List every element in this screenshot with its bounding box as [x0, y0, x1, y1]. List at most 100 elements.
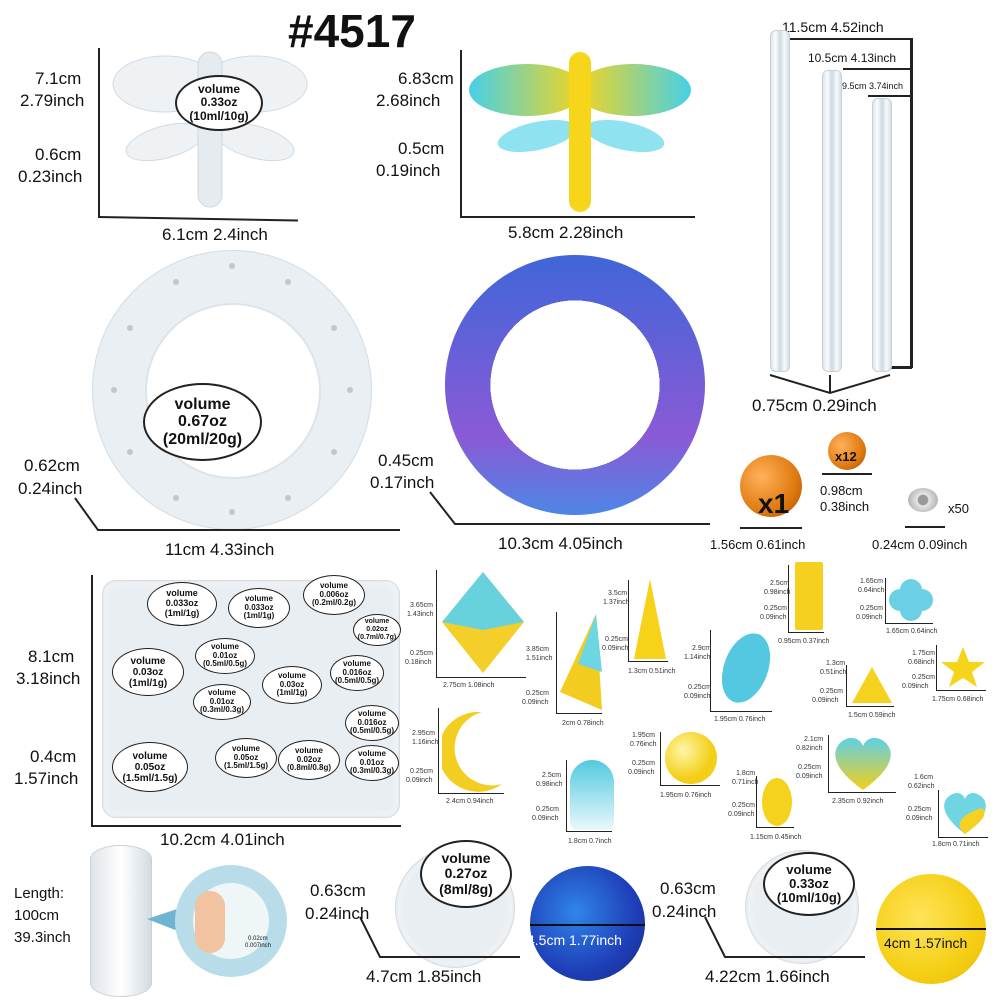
bubble-oz: 0.033oz — [165, 598, 199, 609]
ring-product-image — [445, 255, 705, 515]
leaf-height-in: 1.14inch — [684, 654, 711, 661]
bubble-oz: 0.67oz — [178, 413, 227, 431]
star-width: 1.75cm 0.68inch — [932, 696, 984, 703]
bubble-label: volume — [197, 82, 240, 97]
bar-length-3: 9.5cm 3.74inch — [842, 81, 904, 91]
pendant-bubble-13: volume 0.02oz (0.8ml/0.8g) — [278, 740, 340, 780]
small-triangle-thick-cm: 0.25cm — [820, 688, 843, 695]
clover-height-cm: 1.65cm — [860, 578, 883, 585]
dragonfly-mold-height-cm: 7.1cm — [35, 69, 82, 88]
triangle-thick-cm: 0.25cm — [526, 690, 549, 697]
star-height-in: 0.68inch — [908, 659, 935, 666]
heart-height-cm: 2.1cm — [804, 736, 824, 743]
pendant-bubble-11: volume 0.05oz (1.5ml/1.5g) — [112, 742, 188, 792]
bead-cap-size: 0.24cm 0.09inch — [872, 537, 968, 552]
bar-medium — [822, 70, 842, 372]
thread-spool — [90, 845, 152, 997]
pendant-bubble-1: volume 0.033oz (1ml/1g) — [147, 582, 217, 626]
dragonfly-mold-width: 6.1cm 2.4inch — [162, 225, 268, 244]
bubble-label: volume — [294, 745, 323, 755]
pendant-bubble-8: volume 0.016oz (0.5ml/0.5g) — [330, 655, 384, 691]
bubble-label: volume — [132, 750, 168, 762]
moon-thick-cm: 0.25cm — [410, 768, 433, 775]
bubble-oz: 0.03oz — [279, 679, 305, 689]
small-triangle-thick-in: 0.09inch — [812, 697, 839, 704]
rhombus-thick-cm: 0.25cm — [410, 650, 433, 657]
small-heart-thick-cm: 0.25cm — [908, 806, 931, 813]
drop-width: 1.8cm 0.7inch — [568, 838, 612, 845]
bubble-ml: (0.7ml/0.7g) — [357, 633, 397, 641]
ring-product-thick-in: 0.17inch — [370, 473, 435, 492]
pendant-bubble-6: volume 0.03oz (1ml/1g) — [112, 648, 184, 696]
disc-b-thick-cm: 0.63cm — [660, 879, 716, 898]
bubble-ml: (1ml/1g) — [164, 607, 200, 618]
pendant-bubble-9: volume 0.01oz (0.3ml/0.3g) — [193, 684, 251, 720]
rhombus-height-cm: 3.65cm — [410, 602, 433, 609]
drop-thick-in: 0.09inch — [532, 815, 559, 822]
dragonfly-mold-height-in: 2.79inch — [20, 91, 85, 110]
circle-height-in: 0.76inch — [630, 741, 657, 748]
bead-cap-count: x50 — [948, 501, 969, 516]
dragonfly-mold-thick-cm: 0.6cm — [35, 145, 82, 164]
bubble-ml: (1ml/1g) — [128, 677, 168, 689]
moon-width: 2.4cm 0.94inch — [446, 798, 494, 805]
circle-height-cm: 1.95cm — [632, 732, 655, 739]
spike-thick-cm: 0.25cm — [605, 636, 628, 643]
spike-width: 1.3cm 0.51inch — [628, 668, 676, 675]
bubble-label: volume — [342, 658, 371, 668]
bubble-label: volume — [207, 687, 236, 697]
bubble-ml: (10ml/10g) — [189, 108, 249, 123]
bubble-ml: (0.5ml/0.5g) — [349, 726, 394, 736]
bubble-oz: 0.02oz — [366, 626, 388, 634]
bubble-oz: 0.33oz — [200, 95, 238, 110]
small-heart-height-cm: 1.6cm — [914, 774, 934, 781]
rect-thick-cm: 0.25cm — [764, 605, 787, 612]
disc-a-product-width: 4.5cm 1.77inch — [527, 932, 622, 948]
thread-length-cm: 100cm — [14, 907, 60, 924]
bubble-oz: 0.006oz — [319, 589, 349, 599]
disc-b-thick-in: 0.24inch — [652, 902, 717, 921]
star-thick-in: 0.09inch — [902, 683, 929, 690]
bubble-oz: 0.33oz — [789, 875, 829, 891]
ring-mold-volume-bubble: volume 0.67oz (20ml/20g) — [143, 383, 262, 461]
star-thick-cm: 0.25cm — [912, 674, 935, 681]
triangle-width: 2cm 0.78inch — [562, 720, 604, 727]
dragonfly-product-image — [469, 52, 691, 212]
small-heart-height-in: 0.62inch — [908, 783, 935, 790]
small-bead-count: x12 — [835, 449, 857, 464]
rect-height-cm: 2.5cm — [770, 580, 790, 587]
circle-thick-in: 0.09inch — [628, 769, 655, 776]
rhombus-height-in: 1.43inch — [407, 611, 434, 618]
moon-height-in: 1.16inch — [412, 739, 439, 746]
dragonfly-product-thick-cm: 0.5cm — [398, 139, 445, 158]
big-bead-count: x1 — [758, 488, 790, 519]
big-bead-size: 1.56cm 0.61inch — [710, 537, 806, 552]
rect-thick-in: 0.09inch — [760, 614, 787, 621]
thread-length-in: 39.3inch — [14, 929, 71, 946]
moon-height-cm: 2.95cm — [412, 730, 435, 737]
clover-height-in: 0.64inch — [858, 587, 885, 594]
triangle-height-in: 1.51inch — [526, 655, 553, 662]
star-height-cm: 1.75cm — [912, 650, 935, 657]
clover-thick-cm: 0.25cm — [860, 605, 883, 612]
ring-mold-thick-in: 0.24inch — [18, 479, 83, 498]
triangle-thick-in: 0.09inch — [522, 699, 549, 706]
drop-height-in: 0.98inch — [536, 781, 563, 788]
bubble-ml: (0.5ml/0.5g) — [202, 659, 247, 669]
bubble-label: volume — [231, 743, 260, 753]
disc-a-product — [530, 866, 645, 981]
spike-height-in: 1.37inch — [603, 599, 630, 606]
circle-width: 1.95cm 0.76inch — [660, 792, 712, 799]
pendant-mold-height-cm: 8.1cm — [28, 647, 75, 666]
bubble-label: volume — [210, 641, 239, 651]
bubble-oz: 0.01oz — [209, 696, 235, 706]
pendant-mold-thick-cm: 0.4cm — [30, 747, 77, 766]
leaf-thick-in: 0.09inch — [684, 693, 711, 700]
bubble-label: volume — [364, 618, 390, 626]
heart-width: 2.35cm 0.92inch — [832, 798, 884, 805]
thread-dia-cm: 0.02cm — [248, 936, 268, 942]
pendant-mold-thick-in: 1.57inch — [14, 769, 79, 788]
pendant-bubble-12: volume 0.05oz (1.5ml/1.5g) — [215, 738, 277, 778]
bubble-oz: 0.016oz — [342, 667, 372, 677]
small-triangle-width: 1.5cm 0.59inch — [848, 712, 896, 719]
